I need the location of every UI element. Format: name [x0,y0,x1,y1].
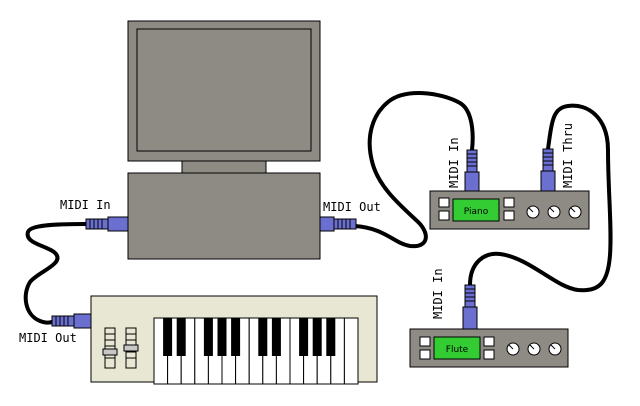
piano-knob [526,205,540,219]
white-key [343,317,359,385]
flute-midi-in-connector [462,284,478,330]
black-key [203,318,213,356]
flute-knob [548,342,562,356]
black-key [163,318,173,356]
flute-lcd [433,336,481,360]
midi-keyboard [90,295,378,385]
black-key [326,318,336,356]
computer [127,20,321,260]
monitor-screen [136,28,312,152]
black-key [176,318,186,356]
computer-case [127,172,321,260]
computer-midi-in-connector [85,216,129,232]
piano-lcd [452,198,500,222]
label-computer-midi-out: MIDI Out [323,200,381,214]
flute-knob [527,342,541,356]
cable-computer-out-to-piano-in [353,91,475,249]
computer-midi-out-connector [319,216,357,232]
label-flute-midi-in: MIDI In [431,268,445,319]
keyboard-sliders [102,327,139,369]
piano-knob [547,205,561,219]
piano-module: Piano [429,190,590,230]
black-key [299,318,309,356]
black-key [312,318,322,356]
piano-knob [568,205,582,219]
monitor-stand [181,160,267,174]
keyboard-midi-out-connector [51,313,92,329]
flute-lcd-text: Flute [446,345,469,355]
cable-piano-thru-to-flute-in [468,103,613,293]
flute-knob [506,342,520,356]
black-key [258,318,268,356]
black-key [217,318,227,356]
piano-lcd-text: Piano [464,207,489,217]
black-key [231,318,241,356]
label-piano-midi-in: MIDI In [447,137,461,188]
cable-computer-in-to-keyboard-out [23,222,88,325]
label-keyboard-midi-out: MIDI Out [19,331,77,345]
piano-midi-thru-connector [540,148,556,192]
label-computer-midi-in: MIDI In [60,198,111,212]
cables [23,91,613,325]
piano-midi-in-connector [464,149,480,192]
label-piano-midi-thru: MIDI Thru [561,123,575,188]
piano-keys [153,317,359,385]
flute-module: Flute [409,328,569,368]
black-key [271,318,281,356]
